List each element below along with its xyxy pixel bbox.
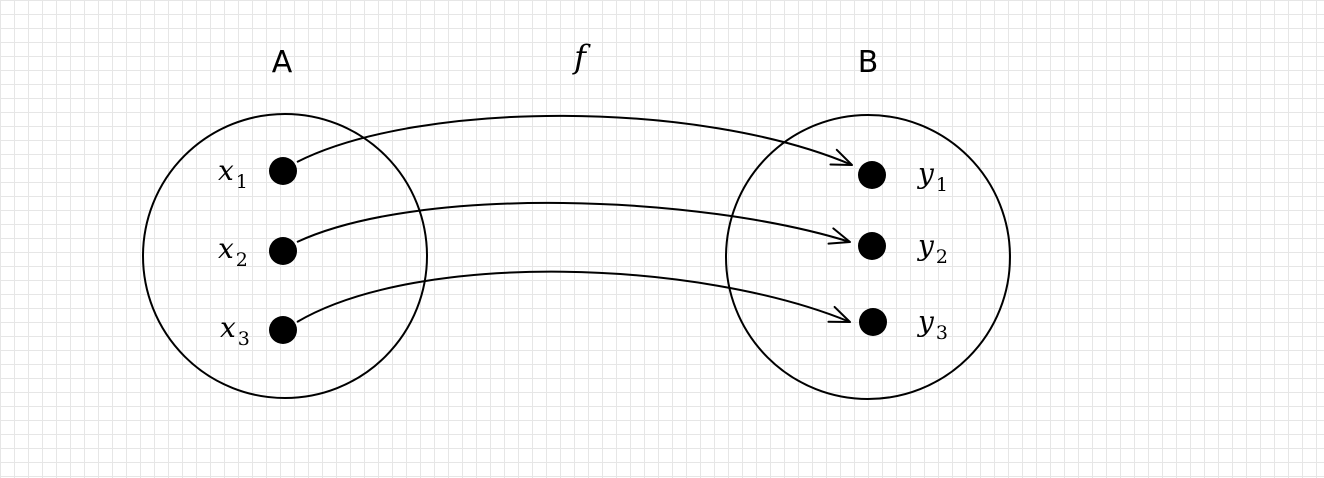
codomain-point-y2	[858, 232, 886, 260]
set-a-circle	[142, 113, 428, 399]
domain-point-x1	[269, 157, 297, 185]
set-a-label: A	[272, 45, 293, 80]
domain-point-x2	[269, 237, 297, 265]
set-b-label: B	[858, 45, 879, 80]
mapping-arrow	[296, 201, 851, 245]
set-b-circle	[725, 114, 1011, 400]
mapping-arrows	[296, 114, 853, 323]
mapping-arrow	[296, 114, 853, 166]
domain-point-x3	[269, 316, 297, 344]
function-label: f	[572, 38, 591, 76]
codomain-point-y1	[858, 161, 886, 189]
codomain-point-y3	[859, 308, 887, 336]
mapping-arrow	[296, 270, 851, 323]
